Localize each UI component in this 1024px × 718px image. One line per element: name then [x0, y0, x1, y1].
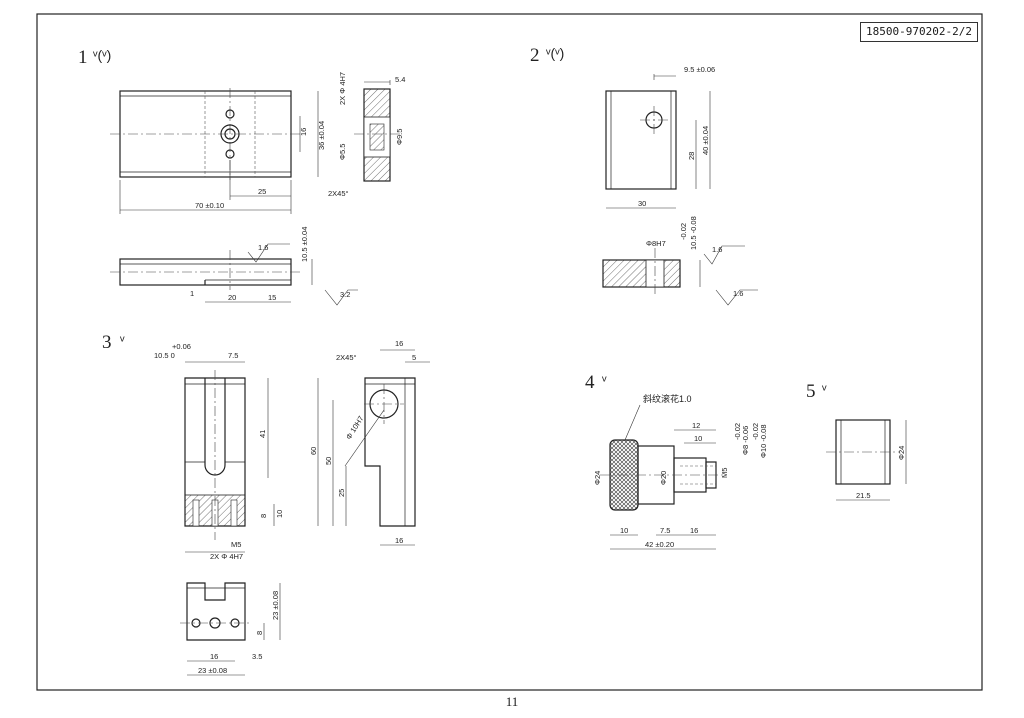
svg-text:Φ24: Φ24 [897, 446, 906, 460]
svg-text:10.5 0: 10.5 0 [154, 351, 175, 360]
svg-text:7.5: 7.5 [660, 526, 670, 535]
svg-text:28: 28 [687, 152, 696, 160]
svg-text:2X45°: 2X45° [328, 189, 349, 198]
part-5-finish-symbol: ᵛ [821, 381, 827, 397]
svg-text:23 ±0.08: 23 ±0.08 [271, 591, 280, 620]
svg-text:1.6: 1.6 [733, 289, 743, 298]
part-4-number: 4 [585, 372, 595, 393]
svg-text:2X Φ 4H7: 2X Φ 4H7 [210, 552, 243, 561]
part-1: 1 ᵛ(ᵛ) 70 ±0.10 25 36 ±0.04 16 5.4 [78, 47, 405, 306]
svg-text:16: 16 [210, 652, 218, 661]
svg-text:+0.06: +0.06 [172, 342, 191, 351]
part-1-number: 1 [78, 47, 88, 68]
svg-text:16: 16 [299, 128, 308, 136]
svg-text:41: 41 [258, 430, 267, 438]
svg-text:Φ8 -0.06: Φ8 -0.06 [741, 426, 750, 455]
part-3-number: 3 [102, 332, 112, 353]
part-2-number: 2 [530, 45, 540, 66]
svg-text:1.6: 1.6 [258, 243, 268, 252]
svg-text:Φ9.5: Φ9.5 [395, 129, 404, 145]
part-4-finish-symbol: ᵛ [601, 372, 607, 388]
svg-text:16: 16 [395, 536, 403, 545]
svg-text:M5: M5 [231, 540, 241, 549]
svg-text:1.6: 1.6 [712, 245, 722, 254]
part-2-finish-symbol: ᵛ(ᵛ) [545, 45, 564, 61]
svg-text:8: 8 [255, 631, 264, 635]
svg-text:10.5 -0.08: 10.5 -0.08 [689, 216, 698, 250]
svg-text:1: 1 [190, 289, 194, 298]
svg-text:16: 16 [690, 526, 698, 535]
svg-text:5.4: 5.4 [395, 75, 405, 84]
svg-text:2X45°: 2X45° [336, 353, 357, 362]
svg-text:10: 10 [694, 434, 702, 443]
svg-text:3.2: 3.2 [340, 290, 350, 299]
svg-text:25: 25 [258, 187, 266, 196]
svg-text:60: 60 [309, 447, 318, 455]
svg-text:16: 16 [395, 339, 403, 348]
svg-text:15: 15 [268, 293, 276, 302]
svg-text:-0.02: -0.02 [751, 423, 760, 440]
svg-text:M5: M5 [720, 468, 729, 478]
svg-text:8: 8 [259, 514, 268, 518]
svg-text:Φ5.5: Φ5.5 [338, 144, 347, 160]
svg-text:50: 50 [324, 457, 333, 465]
svg-text:Φ10 -0.08: Φ10 -0.08 [759, 424, 768, 458]
svg-text:Φ24: Φ24 [593, 471, 602, 485]
svg-text:25: 25 [337, 489, 346, 497]
svg-text:10.5 ±0.04: 10.5 ±0.04 [300, 227, 309, 262]
svg-text:9.5 ±0.06: 9.5 ±0.06 [684, 65, 715, 74]
svg-text:2X Φ 4H7: 2X Φ 4H7 [338, 72, 347, 105]
svg-text:23 ±0.08: 23 ±0.08 [198, 666, 227, 675]
svg-text:42 ±0.20: 42 ±0.20 [645, 540, 674, 549]
part-4-knurl-note: 斜纹滚花1.0 [643, 393, 692, 404]
drawing-number-box: 18500-970202-2/2 [860, 22, 978, 42]
svg-text:-0.02: -0.02 [679, 223, 688, 240]
part-1-finish-symbol: ᵛ(ᵛ) [92, 47, 111, 63]
svg-text:10: 10 [275, 510, 284, 518]
svg-text:36 ±0.04: 36 ±0.04 [317, 121, 326, 150]
svg-text:Φ20: Φ20 [659, 471, 668, 485]
svg-text:-0.02: -0.02 [733, 423, 742, 440]
svg-text:40 ±0.04: 40 ±0.04 [701, 126, 710, 155]
page-number: 11 [505, 694, 519, 709]
part-4: 4 ᵛ 斜纹滚花1.0 Φ24 Φ20 M5 12 10 -0.02 Φ8 -0… [585, 372, 768, 550]
svg-text:Φ8H7: Φ8H7 [646, 239, 666, 248]
svg-text:30: 30 [638, 199, 646, 208]
svg-text:Φ 10H7: Φ 10H7 [344, 414, 365, 441]
sheet-border [36, 13, 983, 691]
part-5: 5 ᵛ Φ24 21.5 [806, 381, 907, 501]
part-2: 2 ᵛ(ᵛ) 9.5 ±0.06 28 40 ±0.04 30 Φ8H7 -0.… [530, 45, 758, 306]
svg-text:10: 10 [620, 526, 628, 535]
svg-text:20: 20 [228, 293, 236, 302]
svg-text:3.5: 3.5 [252, 652, 262, 661]
svg-text:12: 12 [692, 421, 700, 430]
svg-text:21.5: 21.5 [856, 491, 871, 500]
svg-text:5: 5 [412, 353, 416, 362]
part-3: 3 ᵛ 41 8 10 +0.06 10.5 0 7.5 M5 2X Φ 4H7… [102, 332, 430, 676]
part-5-number: 5 [806, 381, 816, 402]
svg-text:70 ±0.10: 70 ±0.10 [195, 201, 224, 210]
part-3-finish-symbol: ᵛ [119, 332, 125, 348]
svg-text:7.5: 7.5 [228, 351, 238, 360]
